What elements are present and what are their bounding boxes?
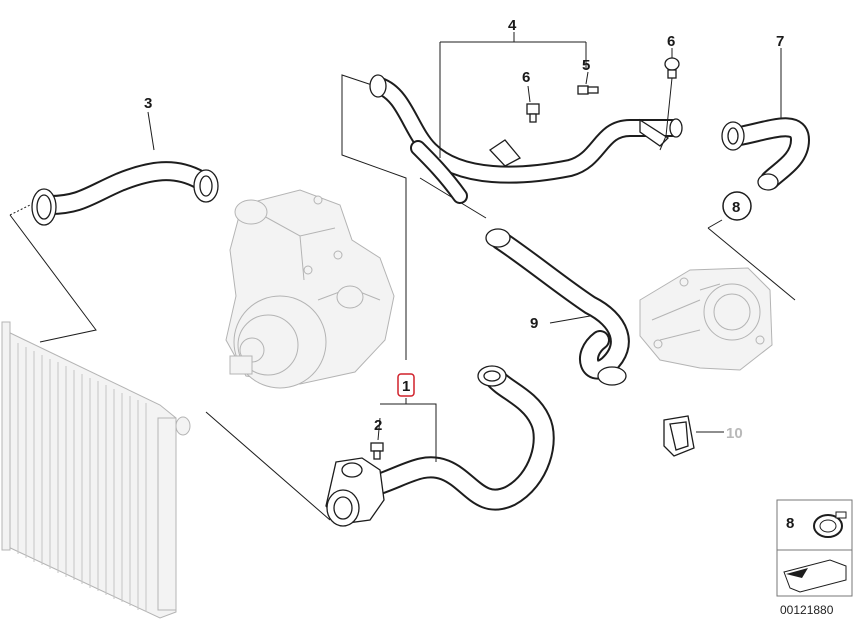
- callout-9[interactable]: 9: [530, 315, 538, 332]
- legend-clamp-icon: [813, 511, 847, 538]
- water-pump-ghost: [225, 189, 395, 389]
- hose-1[interactable]: [325, 365, 555, 527]
- hose-3[interactable]: [31, 161, 219, 226]
- callout-leaders: [147, 32, 782, 462]
- screw-5[interactable]: [577, 85, 599, 95]
- svg-text:5: 5: [582, 57, 590, 74]
- thermostat-housing-ghost: [639, 267, 773, 371]
- svg-text:7: 7: [776, 33, 784, 50]
- svg-text:10: 10: [726, 425, 743, 442]
- legend-item-label: 8: [786, 515, 794, 532]
- hose-4[interactable]: [369, 74, 683, 204]
- diagram-id: 00121880: [780, 603, 834, 617]
- screw-6-right[interactable]: [664, 57, 680, 79]
- legend-box: 8 00121880: [776, 499, 853, 617]
- svg-text:2: 2: [374, 417, 382, 434]
- callout-6a[interactable]: 6: [522, 69, 530, 86]
- svg-text:4: 4: [508, 17, 517, 34]
- callout-1-highlighted[interactable]: 1: [397, 373, 415, 397]
- screw-2[interactable]: [370, 442, 384, 460]
- svg-text:6: 6: [667, 33, 675, 50]
- screw-6-left[interactable]: [526, 103, 540, 123]
- hose-7[interactable]: [721, 117, 810, 191]
- callout-3[interactable]: 3: [144, 95, 152, 112]
- callout-2[interactable]: 2: [374, 417, 382, 434]
- radiator-ghost: [1, 321, 191, 619]
- svg-text:6: 6: [522, 69, 530, 86]
- callout-4[interactable]: 4: [508, 17, 517, 34]
- clip-10[interactable]: [663, 415, 695, 457]
- callout-8[interactable]: 8: [722, 191, 752, 221]
- callout-7[interactable]: 7: [776, 33, 784, 50]
- callout-5[interactable]: 5: [582, 57, 590, 74]
- hose-9[interactable]: [485, 228, 630, 386]
- legend-arrow-icon: [783, 559, 847, 593]
- svg-text:3: 3: [144, 95, 152, 112]
- svg-text:1: 1: [402, 378, 410, 395]
- svg-text:8: 8: [732, 199, 740, 216]
- callout-6b[interactable]: 6: [667, 33, 675, 50]
- connection-lines: [9, 74, 796, 521]
- callout-10[interactable]: 10: [726, 425, 743, 442]
- svg-text:9: 9: [530, 315, 538, 332]
